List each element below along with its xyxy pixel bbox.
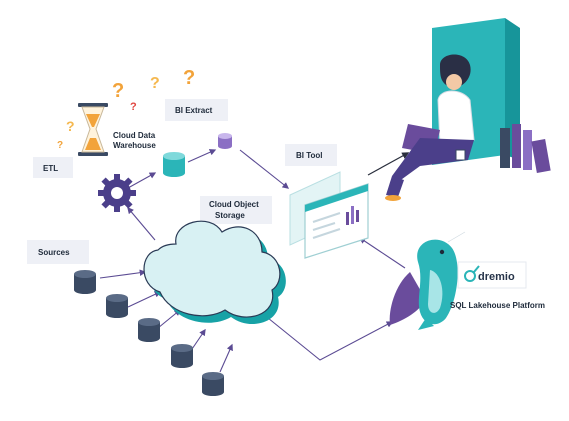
cloud-icon (143, 220, 286, 325)
arrow-etl-to-warehouse (127, 172, 157, 189)
arrow-storage-to-dremio (267, 317, 394, 361)
cloud-object-storage-node: Cloud Object Storage (143, 196, 286, 325)
dremio-logo: dremio (457, 261, 527, 289)
gear-icon (98, 174, 136, 212)
arrow-source2-to-storage (127, 291, 162, 308)
question-mark-6: ? (130, 101, 137, 113)
bi-tool-node: BI Tool (285, 144, 369, 259)
dremio-logo-text: dremio (478, 271, 515, 283)
question-mark-5: ? (57, 140, 63, 151)
cloud-data-warehouse-node: Cloud Data Warehouse (113, 131, 185, 177)
sources-label-box (27, 240, 89, 264)
cloud-storage-label-box (200, 196, 272, 224)
arrow-dremio-to-bitool (358, 237, 406, 269)
question-mark-2: ? (150, 75, 160, 92)
source-database-icon (202, 372, 224, 396)
source-database-icon (138, 318, 160, 342)
source-database-icon (171, 344, 193, 368)
hourglass-icon (78, 103, 108, 156)
question-mark-1: ? (112, 80, 124, 102)
arrow-extract-to-bitool (239, 149, 290, 189)
bi-tool-label-box (285, 144, 337, 166)
question-mark-3: ? (183, 67, 195, 89)
question-marks: ? ? ? ? ? ? (57, 67, 195, 151)
dashboard-icon (289, 171, 369, 259)
warehouse-database-icon (163, 152, 185, 177)
arrow-storage-to-etl (127, 206, 156, 241)
etl-node: ETL (33, 157, 136, 212)
question-mark-4: ? (66, 118, 75, 134)
arrow-source3-to-storage (157, 309, 182, 329)
flow-arrows (99, 149, 410, 373)
source-database-icon (74, 270, 96, 294)
platform-label: SQL Lakehouse Platform (450, 301, 545, 310)
bi-tool-label: BI Tool (296, 151, 323, 160)
source-database-icon (106, 294, 128, 318)
dremio-logo-mark-icon (464, 265, 480, 282)
user-illustration (385, 18, 551, 201)
dremio-narwhal-mascot (389, 230, 467, 330)
sources-node: Sources (27, 240, 224, 396)
sources-label: Sources (38, 248, 70, 257)
cloud-storage-label-line1: Cloud Object (209, 200, 259, 209)
arrow-source1-to-storage (99, 269, 147, 279)
cloud-dw-label-line1: Cloud Data (113, 131, 156, 140)
etl-label: ETL (43, 164, 58, 173)
extract-database-icon (218, 133, 232, 149)
cloud-storage-label-line2: Storage (215, 211, 245, 220)
bi-extract-node: BI Extract (165, 99, 232, 149)
arrow-bitool-to-user (367, 152, 410, 176)
bi-extract-label-box (165, 99, 228, 121)
bi-extract-label: BI Extract (175, 106, 213, 115)
arrow-warehouse-to-extract (187, 149, 217, 163)
cloud-dw-label-line2: Warehouse (113, 141, 156, 150)
arrow-source5-to-storage (219, 343, 233, 373)
etl-label-box (33, 157, 73, 178)
